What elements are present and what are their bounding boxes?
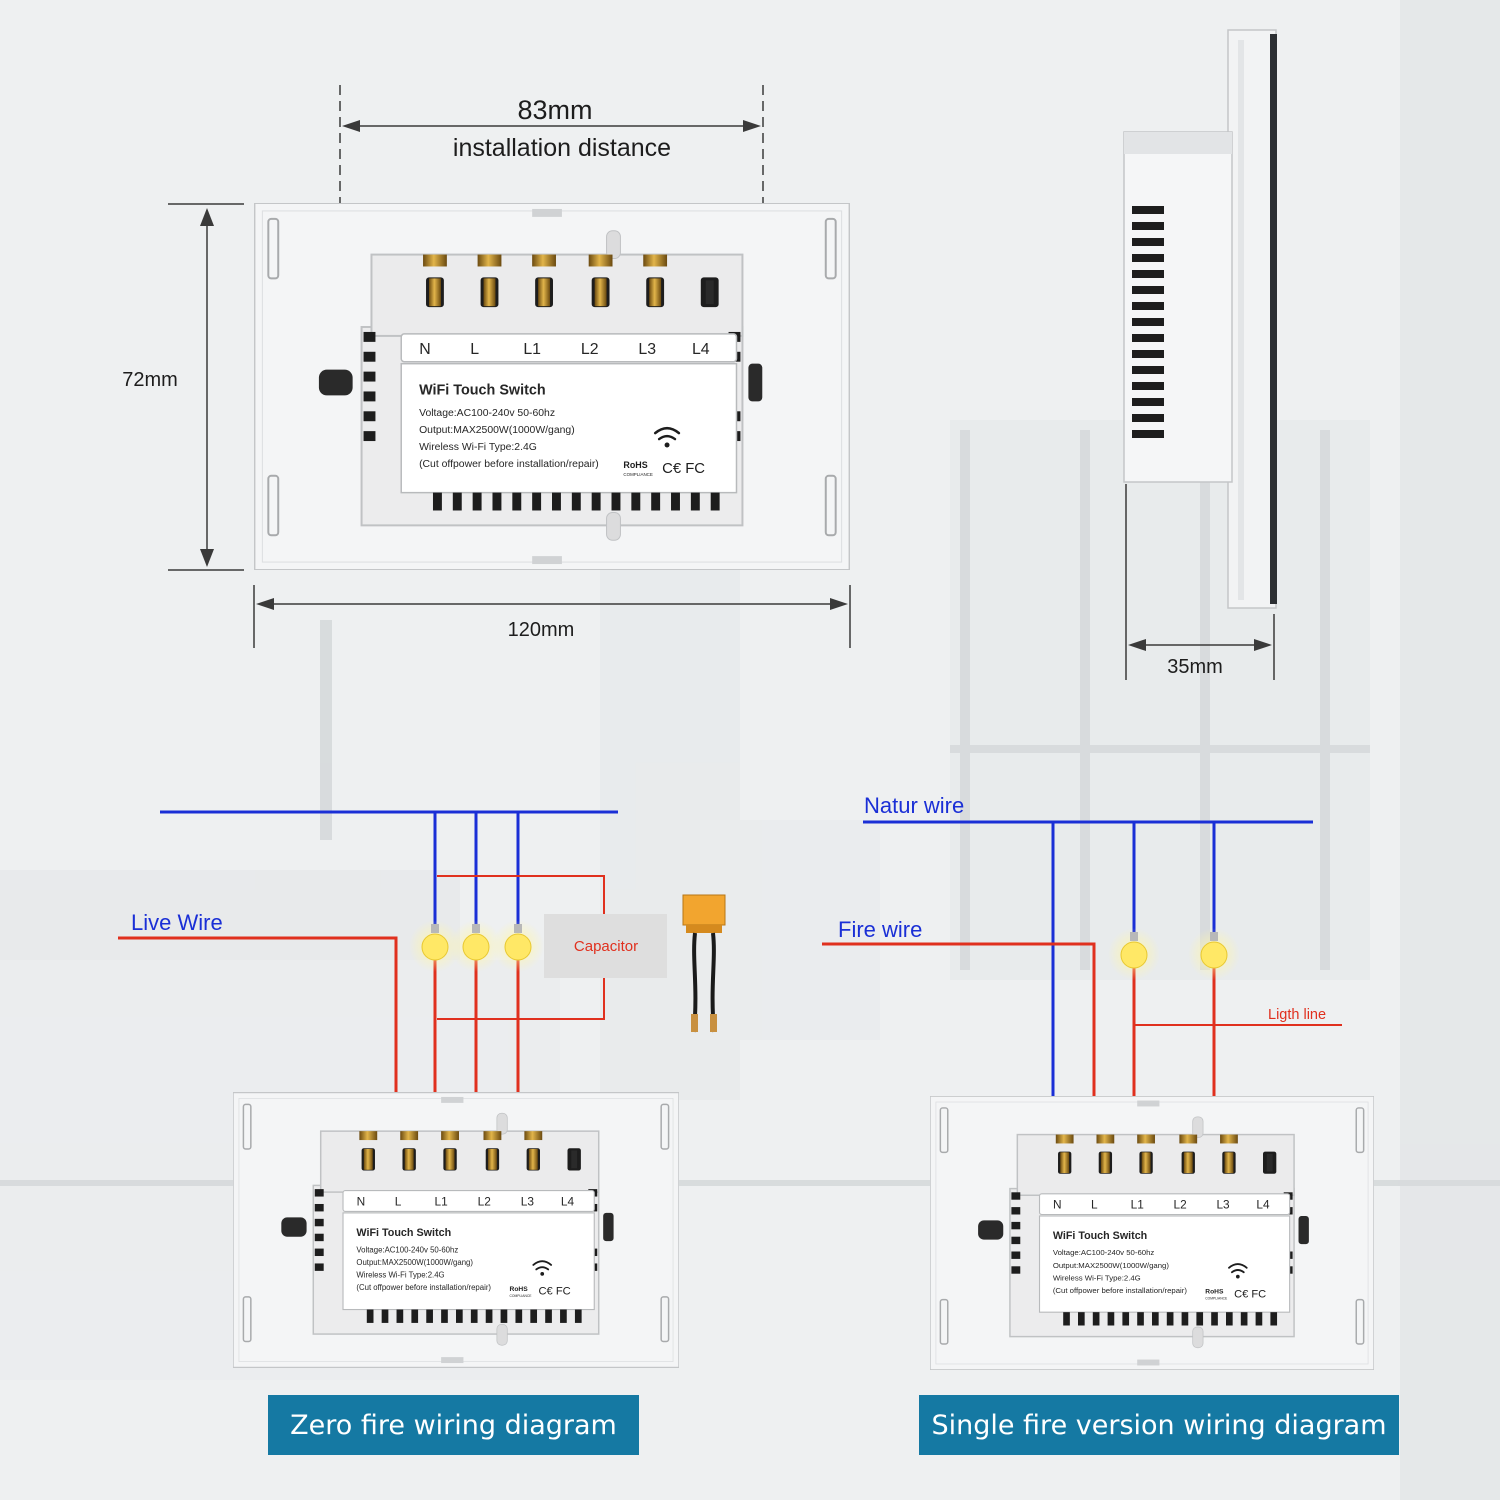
- height-dimension: 72mm: [122, 369, 178, 391]
- install-distance-label: installation distance: [453, 134, 671, 162]
- single-fire-caption: Single fire version wiring diagram: [919, 1395, 1399, 1455]
- capacitor-component: [682, 894, 726, 1033]
- zero-fire-caption: Zero fire wiring diagram: [268, 1395, 639, 1455]
- depth-dimension: 35mm: [1167, 656, 1223, 678]
- natur-wire-label: Natur wire: [864, 793, 964, 818]
- capacitor-label: Capacitor: [574, 938, 638, 955]
- live-wire-label: Live Wire: [131, 910, 223, 935]
- fire-wire-label: Fire wire: [838, 917, 922, 942]
- light-line-label: Ligth line: [1268, 1007, 1326, 1023]
- width-dimension: 120mm: [508, 619, 575, 641]
- install-distance-value: 83mm: [517, 95, 592, 125]
